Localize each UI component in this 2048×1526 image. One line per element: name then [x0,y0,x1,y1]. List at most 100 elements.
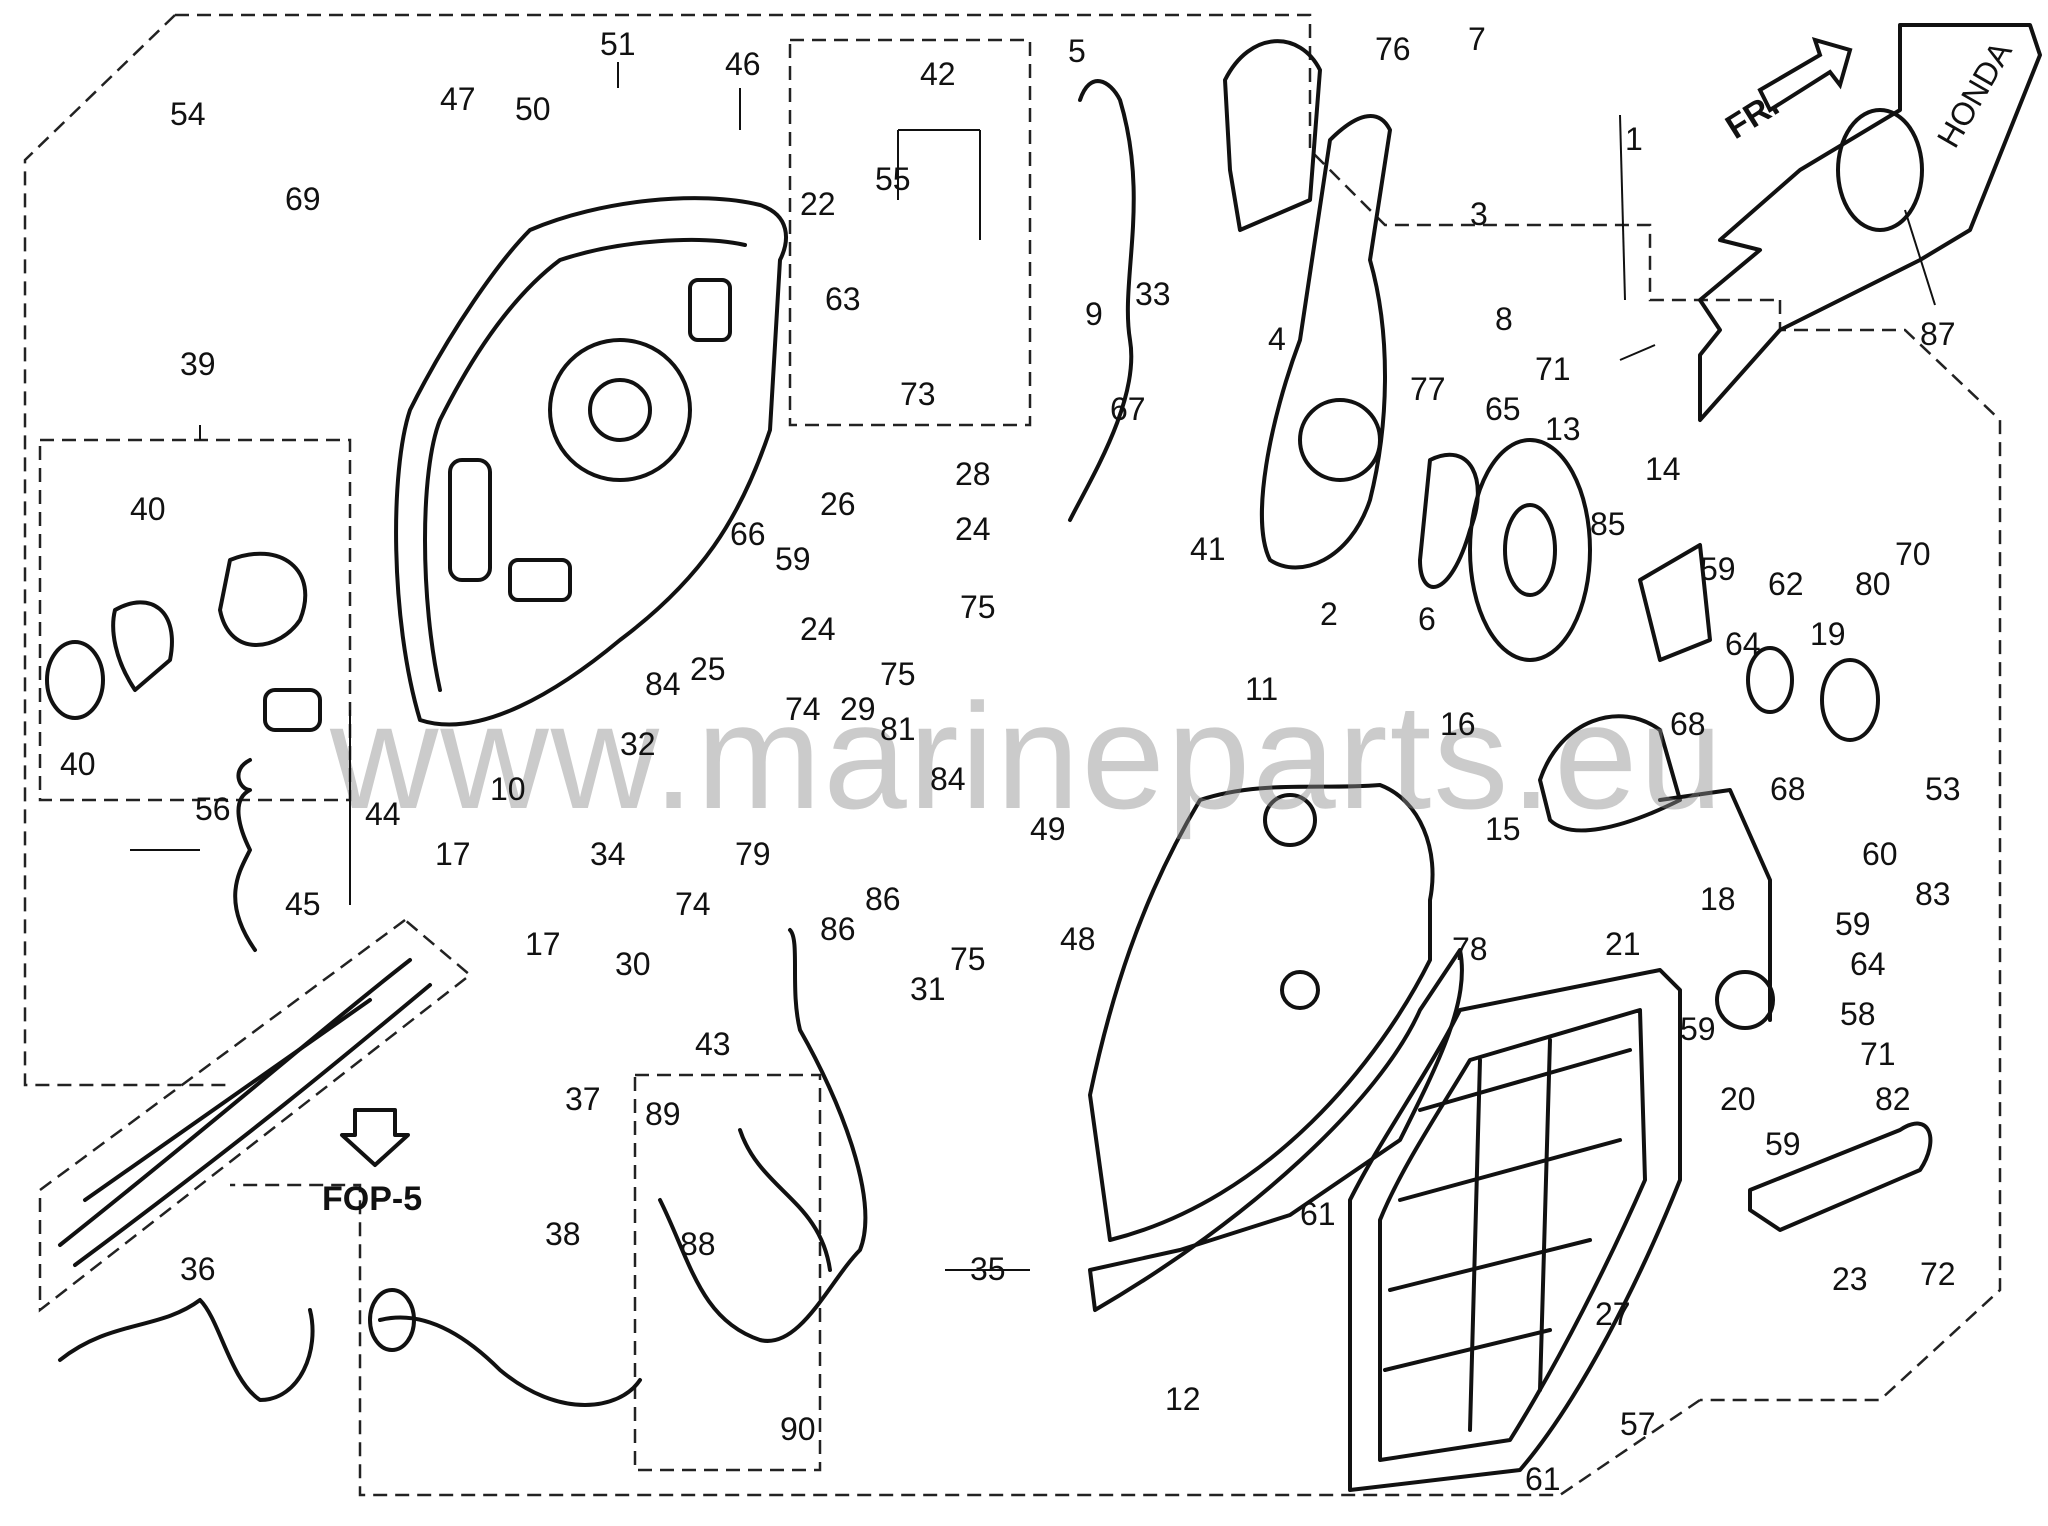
callout-83: 83 [1915,876,1951,912]
callout-73: 73 [900,376,936,412]
callout-64-b: 64 [1850,946,1886,982]
callout-7: 7 [1468,21,1486,57]
callout-48: 48 [1060,921,1096,957]
callout-27: 27 [1595,1296,1631,1332]
callout-60: 60 [1862,836,1898,872]
callout-59-b: 59 [1700,551,1736,587]
callout-78: 78 [1452,931,1488,967]
callout-62: 62 [1768,566,1804,602]
callout-80: 80 [1855,566,1891,602]
reference-label: FOP-5 [322,1180,422,1218]
callout-84-b: 84 [930,761,966,797]
grid-panel [1348,968,1682,1492]
callout-67: 67 [1110,391,1146,427]
callout-82: 82 [1875,1081,1911,1117]
callout-11: 11 [1245,671,1278,707]
callout-26: 26 [820,486,856,522]
callout-84-a: 84 [645,666,681,702]
callout-64-a: 64 [1725,626,1761,662]
callout-89: 89 [645,1096,681,1132]
callout-9: 9 [1085,296,1103,332]
callout-3: 3 [1470,196,1488,232]
callout-45: 45 [285,886,321,922]
callout-31: 31 [910,971,946,1007]
callout-29: 29 [840,691,876,727]
callout-75-b: 75 [880,656,916,692]
callout-59-e: 59 [1765,1126,1801,1162]
callout-13: 13 [1545,411,1581,447]
callout-1: 1 [1625,121,1643,157]
switch-parts [45,551,322,952]
callout-24-top: 24 [955,511,991,547]
lever-assembly [1068,39,1592,662]
callout-88: 88 [680,1226,716,1262]
callout-33: 33 [1135,276,1171,312]
control-box-housing [394,196,788,727]
callout-42: 42 [920,56,956,92]
callout-14: 14 [1645,451,1681,487]
callout-46: 46 [725,46,761,82]
cable-bundle [38,918,472,1313]
callout-17-b: 17 [525,926,561,962]
callout-36: 36 [180,1251,216,1287]
callout-39: 39 [180,346,216,382]
callout-79: 79 [735,836,771,872]
callout-35: 35 [970,1251,1006,1287]
callout-76: 76 [1375,31,1411,67]
callout-77: 77 [1410,371,1446,407]
callout-32: 32 [620,726,656,762]
callout-74-b: 74 [675,886,711,922]
callout-71-top: 71 [1535,351,1571,387]
callout-2: 2 [1320,596,1338,632]
callout-85: 85 [1590,506,1626,542]
callout-8: 8 [1495,301,1513,337]
callout-12: 12 [1165,1381,1201,1417]
callout-53: 53 [1925,771,1961,807]
callout-24-b: 24 [800,611,836,647]
callout-18: 18 [1700,881,1736,917]
callout-28: 28 [955,456,991,492]
callout-68-a: 68 [1670,706,1706,742]
callout-81: 81 [880,711,916,747]
callout-58: 58 [1840,996,1876,1032]
callout-54: 54 [170,96,206,132]
grip-cover: FR. HONDA [1698,23,2042,422]
callout-20: 20 [1720,1081,1756,1117]
watermark: www.marineparts.eu [329,672,1725,840]
callout-59-c: 59 [1835,906,1871,942]
callout-22: 22 [800,186,836,222]
callouts: 51 46 42 5 76 7 1 87 54 47 50 69 55 22 6… [60,21,1961,1497]
callout-30: 30 [615,946,651,982]
fop-reference: FOP-5 [322,1108,422,1218]
callout-61-b: 61 [1525,1461,1561,1497]
callout-61-a: 61 [1300,1196,1336,1232]
callout-15: 15 [1485,811,1521,847]
callout-5: 5 [1068,33,1086,69]
callout-57: 57 [1620,1406,1656,1442]
callout-16: 16 [1440,706,1476,742]
callout-65: 65 [1485,391,1521,427]
callout-23: 23 [1832,1261,1868,1297]
callout-50: 50 [515,91,551,127]
callout-47: 47 [440,81,476,117]
callout-69: 69 [285,181,321,217]
callout-59-d: 59 [1680,1011,1716,1047]
callout-44: 44 [365,796,401,832]
callout-90: 90 [780,1411,816,1447]
callout-70: 70 [1895,536,1931,572]
callout-68-b: 68 [1770,771,1806,807]
callout-49: 49 [1030,811,1066,847]
callout-40-b: 40 [60,746,96,782]
callout-75-c: 75 [950,941,986,977]
callout-74-a: 74 [785,691,821,727]
callout-4: 4 [1268,321,1286,357]
side-cover [1088,783,1464,1312]
callout-37: 37 [565,1081,601,1117]
callout-59-a: 59 [775,541,811,577]
callout-17-a: 17 [435,836,471,872]
callout-10: 10 [490,771,526,807]
callout-71-b: 71 [1860,1036,1896,1072]
callout-51: 51 [600,26,636,62]
callout-6: 6 [1418,601,1436,637]
